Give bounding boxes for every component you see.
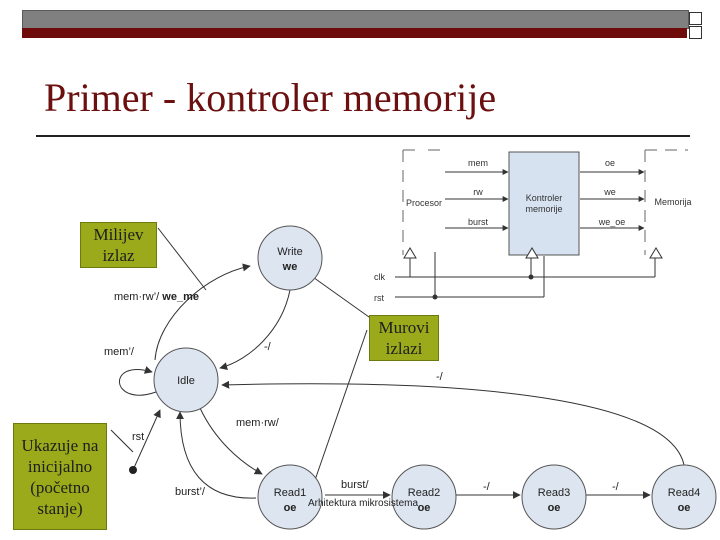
corner-square-icon [689, 26, 702, 39]
state-read4-name: Read4 [668, 487, 700, 499]
transition-label: rst [132, 431, 144, 443]
transition-arrow [219, 289, 291, 371]
transition-arrow [118, 366, 157, 396]
top-red-bar [22, 28, 687, 38]
transition-label: mem·rw/ [236, 417, 280, 429]
controller-label: Kontroler [526, 193, 563, 203]
transition-arrow [221, 380, 685, 466]
transition-label: burst/ [341, 479, 369, 491]
transition-label: -/ [436, 371, 444, 383]
note-initial-state: Ukazuje na inicijalno (početno stanje) [13, 423, 107, 530]
memory-dashed-box [644, 149, 688, 255]
processor-label: Procesor [406, 198, 442, 208]
state-idle-name: Idle [177, 375, 195, 387]
state-diagram: Write we Idle Read1 oe Read2 oe Read3 oe… [104, 225, 717, 530]
transition-label-output: we_me [161, 291, 199, 303]
state-read4 [651, 464, 717, 530]
transition-label-cond: mem·rw’/ [114, 291, 160, 303]
transition-arrow [199, 407, 263, 475]
transition-label: -/ [612, 481, 620, 493]
top-decoration-bar [22, 10, 705, 40]
state-read3-output: oe [548, 502, 561, 514]
state-write [257, 225, 323, 291]
junction-dot [528, 274, 534, 280]
controller-box [508, 151, 580, 256]
clock-triangle-icon [525, 247, 539, 259]
signal-label-oe: oe [605, 158, 615, 168]
memory-label: Memorija [654, 197, 691, 207]
note-moore-outputs: Murovi izlazi [369, 315, 439, 361]
transition-label: -/ [264, 341, 272, 353]
processor-dashed-box [402, 149, 445, 255]
callout-line [305, 329, 368, 507]
state-read4-output: oe [678, 502, 691, 514]
clock-triangle-icon [403, 247, 417, 259]
reset-arrow [132, 409, 161, 471]
transition-arrow [154, 263, 251, 361]
state-read1-name: Read1 [274, 487, 306, 499]
reset-dot [129, 466, 137, 474]
title-underline [36, 135, 690, 137]
state-read3-name: Read3 [538, 487, 570, 499]
signal-label-burst: burst [468, 217, 489, 227]
junction-dot [432, 294, 438, 300]
transition-arrow [176, 411, 257, 499]
transition-label: burst’/ [175, 486, 206, 498]
callout-line [302, 269, 377, 323]
state-read2-output: oe [418, 502, 431, 514]
slide-title: Primer - kontroler memorije [44, 75, 497, 120]
slide-footer: Arhitektura mikrosistema [308, 498, 419, 509]
clk-label: clk [374, 272, 385, 282]
state-read1-output: oe [284, 502, 297, 514]
state-read2-name: Read2 [408, 487, 440, 499]
state-idle [153, 347, 219, 413]
controller-label: memorije [525, 204, 562, 214]
state-read2 [391, 464, 457, 530]
state-write-output: we [282, 261, 298, 273]
clock-triangle-icon [649, 247, 663, 259]
callout-line [110, 429, 134, 453]
signal-label-we-oe: we_oe [598, 217, 626, 227]
transition-label: -/ [483, 481, 491, 493]
state-read3 [521, 464, 587, 530]
transition-label: mem·rw’/ we_me [114, 291, 199, 303]
signal-label-mem: mem [468, 158, 488, 168]
state-read1 [257, 464, 323, 530]
signal-label-we: we [603, 187, 616, 197]
note-mealy-output: Milijev izlaz [80, 222, 157, 268]
rst-label: rst [374, 293, 384, 303]
transition-label: mem’/ [104, 346, 135, 358]
state-write-name: Write [277, 246, 302, 258]
corner-square-icon [689, 12, 702, 25]
callout-line [157, 227, 207, 291]
block-diagram: Kontroler memorije Procesor Memorija mem… [374, 149, 692, 303]
signal-label-rw: rw [473, 187, 483, 197]
